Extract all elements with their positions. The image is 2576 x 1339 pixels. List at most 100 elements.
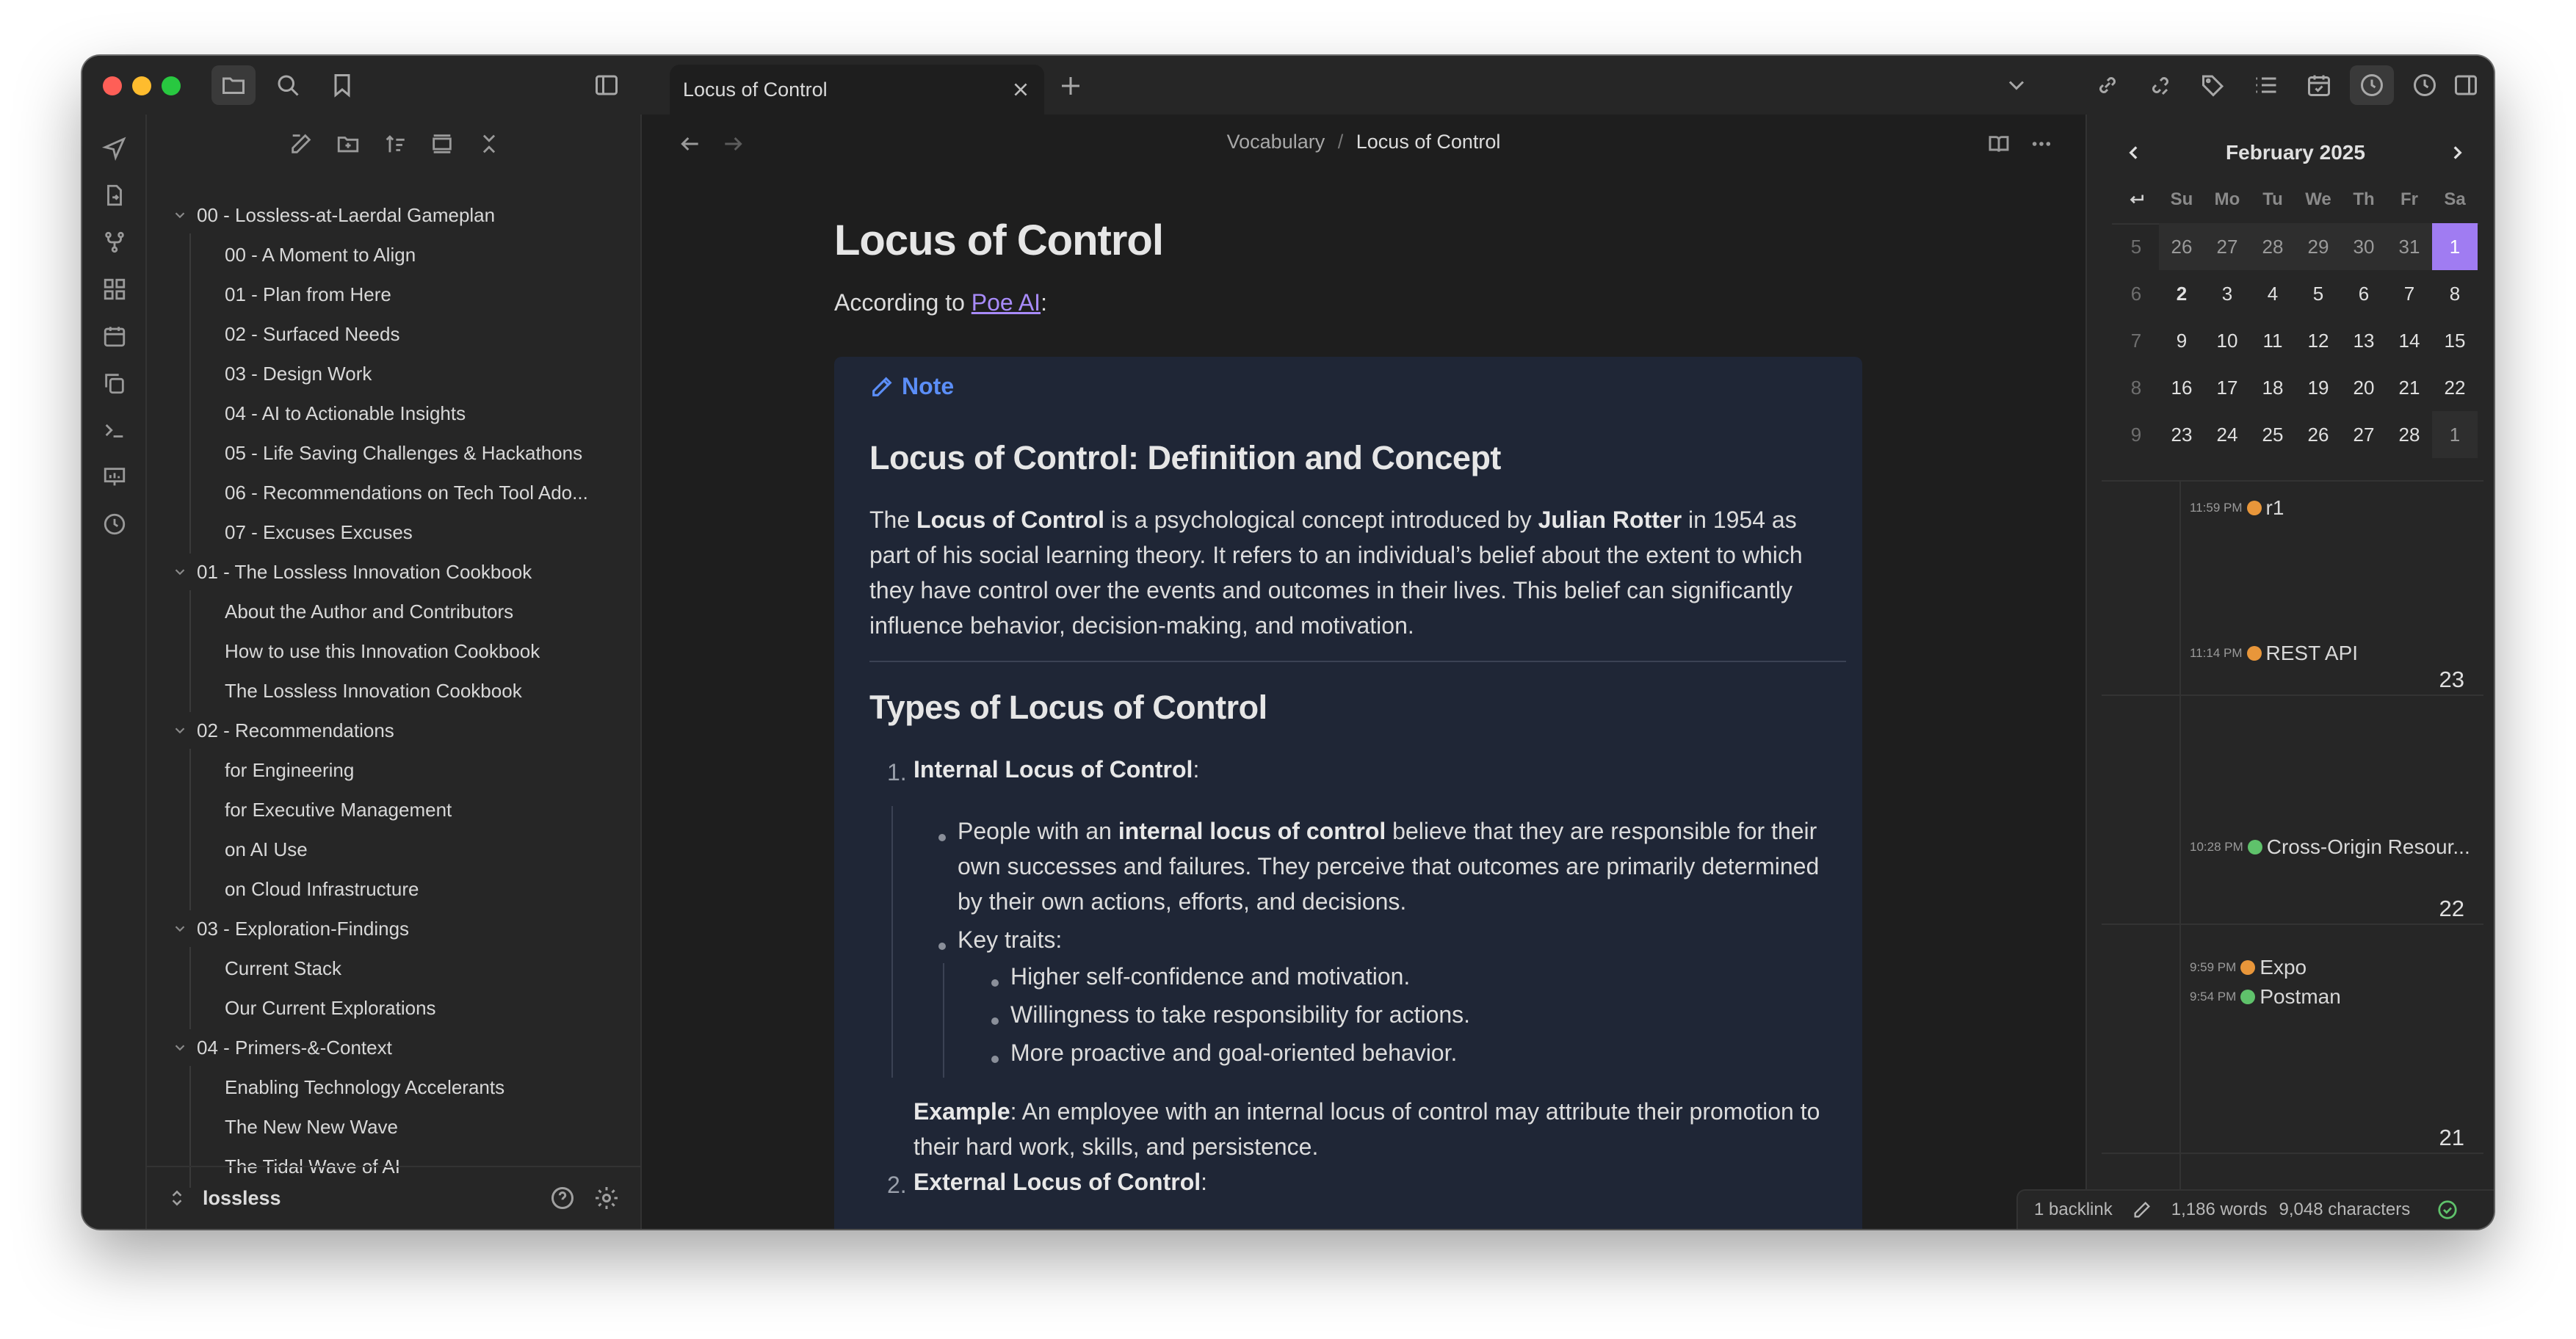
today-button[interactable] bbox=[2113, 176, 2159, 223]
calendar-day[interactable]: 1 bbox=[2432, 411, 2478, 458]
calendar-day[interactable]: 27 bbox=[2353, 423, 2375, 446]
folder-item[interactable]: 03 - Exploration-Findings bbox=[147, 910, 612, 947]
reading-view-button[interactable] bbox=[1980, 125, 2018, 163]
sort-button[interactable] bbox=[376, 125, 414, 163]
file-item[interactable]: 02 - Surfaced Needs bbox=[147, 316, 612, 352]
file-item[interactable]: Our Current Explorations bbox=[147, 990, 612, 1026]
calendar-day[interactable]: 31 bbox=[2387, 223, 2432, 270]
pencil-icon[interactable] bbox=[2132, 1200, 2152, 1220]
file-item[interactable]: 00 - A Moment to Align bbox=[147, 236, 612, 273]
folder-item[interactable]: 02 - Recommendations bbox=[147, 712, 612, 749]
calendar-day[interactable]: 6 bbox=[2358, 282, 2370, 305]
ribbon-slides-button[interactable] bbox=[95, 458, 134, 496]
calendar-day[interactable]: 29 bbox=[2295, 223, 2341, 270]
new-note-button[interactable] bbox=[282, 125, 320, 163]
calendar-day[interactable]: 7 bbox=[2403, 282, 2415, 305]
calendar-day[interactable]: 28 bbox=[2250, 223, 2295, 270]
calendar-day[interactable]: 4 bbox=[2267, 282, 2279, 305]
file-item[interactable]: 06 - Recommendations on Tech Tool Ado... bbox=[147, 474, 612, 511]
calendar-day[interactable]: 16 bbox=[2171, 376, 2193, 399]
file-item[interactable]: 07 - Excuses Excuses bbox=[147, 514, 612, 551]
calendar-day[interactable]: 28 bbox=[2398, 423, 2420, 446]
calendar-day[interactable]: 24 bbox=[2216, 423, 2238, 446]
calendar-day[interactable]: 26 bbox=[2307, 423, 2329, 446]
calendar-day[interactable]: 17 bbox=[2216, 376, 2238, 399]
calendar-day[interactable]: 8 bbox=[2449, 282, 2461, 305]
folder-item[interactable]: 00 - Lossless-at-Laerdal Gameplan bbox=[147, 197, 612, 233]
ribbon-send-button[interactable] bbox=[95, 129, 134, 167]
toggle-right-sidebar-button[interactable] bbox=[2444, 65, 2488, 105]
sync-check-icon[interactable] bbox=[2436, 1199, 2459, 1221]
calendar-day[interactable]: 13 bbox=[2353, 329, 2375, 352]
backlink-count[interactable]: 1 backlink bbox=[2034, 1200, 2113, 1219]
breadcrumb-folder[interactable]: Vocabulary bbox=[1226, 131, 1325, 153]
folder-item[interactable]: 01 - The Lossless Innovation Cookbook bbox=[147, 554, 612, 590]
calendar-day[interactable]: 9 bbox=[2176, 329, 2188, 352]
maximize-window-button[interactable] bbox=[162, 76, 181, 95]
file-item[interactable]: for Executive Management bbox=[147, 791, 612, 828]
calendar-day[interactable]: 10 bbox=[2216, 329, 2238, 352]
prev-month-button[interactable] bbox=[2119, 138, 2149, 167]
calendar-day[interactable]: 22 bbox=[2444, 376, 2466, 399]
tags-button[interactable] bbox=[2191, 65, 2235, 105]
ribbon-clock-button[interactable] bbox=[95, 505, 134, 543]
file-item[interactable]: 01 - Plan from Here bbox=[147, 276, 612, 313]
forward-button[interactable] bbox=[714, 125, 752, 163]
file-item[interactable]: Current Stack bbox=[147, 950, 612, 987]
calendar-day[interactable]: 14 bbox=[2398, 329, 2420, 352]
tab-list-dropdown[interactable] bbox=[1994, 65, 2038, 105]
help-button[interactable] bbox=[543, 1179, 582, 1217]
new-tab-button[interactable] bbox=[1049, 66, 1093, 106]
vault-switcher[interactable]: lossless bbox=[147, 1166, 642, 1229]
collapse-sidebar-button[interactable] bbox=[585, 65, 629, 105]
outline-button[interactable] bbox=[2244, 65, 2288, 105]
calendar-button[interactable] bbox=[2297, 65, 2341, 105]
tab-close-button[interactable] bbox=[1007, 76, 1034, 103]
calendar-day[interactable]: 23 bbox=[2171, 423, 2193, 446]
bookmarks-button[interactable] bbox=[320, 65, 364, 105]
calendar-day-selected[interactable]: 1 bbox=[2432, 223, 2478, 270]
ribbon-templates-button[interactable] bbox=[95, 364, 134, 402]
back-button[interactable] bbox=[671, 125, 709, 163]
poe-ai-link[interactable]: Poe AI bbox=[971, 289, 1041, 316]
file-explorer-button[interactable] bbox=[211, 65, 256, 105]
tab-locus-of-control[interactable]: Locus of Control bbox=[670, 65, 1044, 115]
file-item[interactable]: How to use this Innovation Cookbook bbox=[147, 633, 612, 670]
search-button[interactable] bbox=[266, 65, 310, 105]
calendar-day[interactable]: 11 bbox=[2262, 329, 2283, 352]
calendar-day[interactable]: 3 bbox=[2221, 282, 2233, 305]
file-item[interactable]: The Lossless Innovation Cookbook bbox=[147, 672, 612, 709]
ribbon-daily-note-button[interactable] bbox=[95, 317, 134, 355]
calendar-day[interactable]: 5 bbox=[2312, 282, 2324, 305]
recent-files-button[interactable] bbox=[2350, 65, 2394, 105]
calendar-day[interactable]: 18 bbox=[2262, 376, 2284, 399]
file-item[interactable]: 03 - Design Work bbox=[147, 355, 612, 392]
settings-button[interactable] bbox=[587, 1179, 626, 1217]
ribbon-canvas-button[interactable] bbox=[95, 270, 134, 308]
file-item[interactable]: for Engineering bbox=[147, 752, 612, 788]
file-item[interactable]: on Cloud Infrastructure bbox=[147, 871, 612, 907]
ribbon-command-palette-button[interactable] bbox=[95, 411, 134, 449]
calendar-day[interactable]: 2 bbox=[2176, 282, 2188, 305]
file-item[interactable]: The New New Wave bbox=[147, 1108, 612, 1145]
backlinks-button[interactable] bbox=[2138, 65, 2182, 105]
calendar-day[interactable]: 26 bbox=[2159, 223, 2204, 270]
file-item[interactable]: Enabling Technology Accelerants bbox=[147, 1069, 612, 1106]
calendar-day[interactable]: 20 bbox=[2353, 376, 2375, 399]
file-item[interactable]: on AI Use bbox=[147, 831, 612, 868]
calendar-day[interactable]: 30 bbox=[2341, 223, 2387, 270]
new-folder-button[interactable] bbox=[329, 125, 367, 163]
next-month-button[interactable] bbox=[2442, 138, 2472, 167]
file-item[interactable]: About the Author and Contributors bbox=[147, 593, 612, 630]
close-window-button[interactable] bbox=[103, 76, 122, 95]
outgoing-links-button[interactable] bbox=[2085, 65, 2130, 105]
minimize-window-button[interactable] bbox=[132, 76, 151, 95]
calendar-day[interactable]: 12 bbox=[2307, 329, 2329, 352]
auto-reveal-button[interactable] bbox=[423, 125, 461, 163]
file-item[interactable]: 04 - AI to Actionable Insights bbox=[147, 395, 612, 432]
history-button[interactable] bbox=[2403, 65, 2447, 105]
